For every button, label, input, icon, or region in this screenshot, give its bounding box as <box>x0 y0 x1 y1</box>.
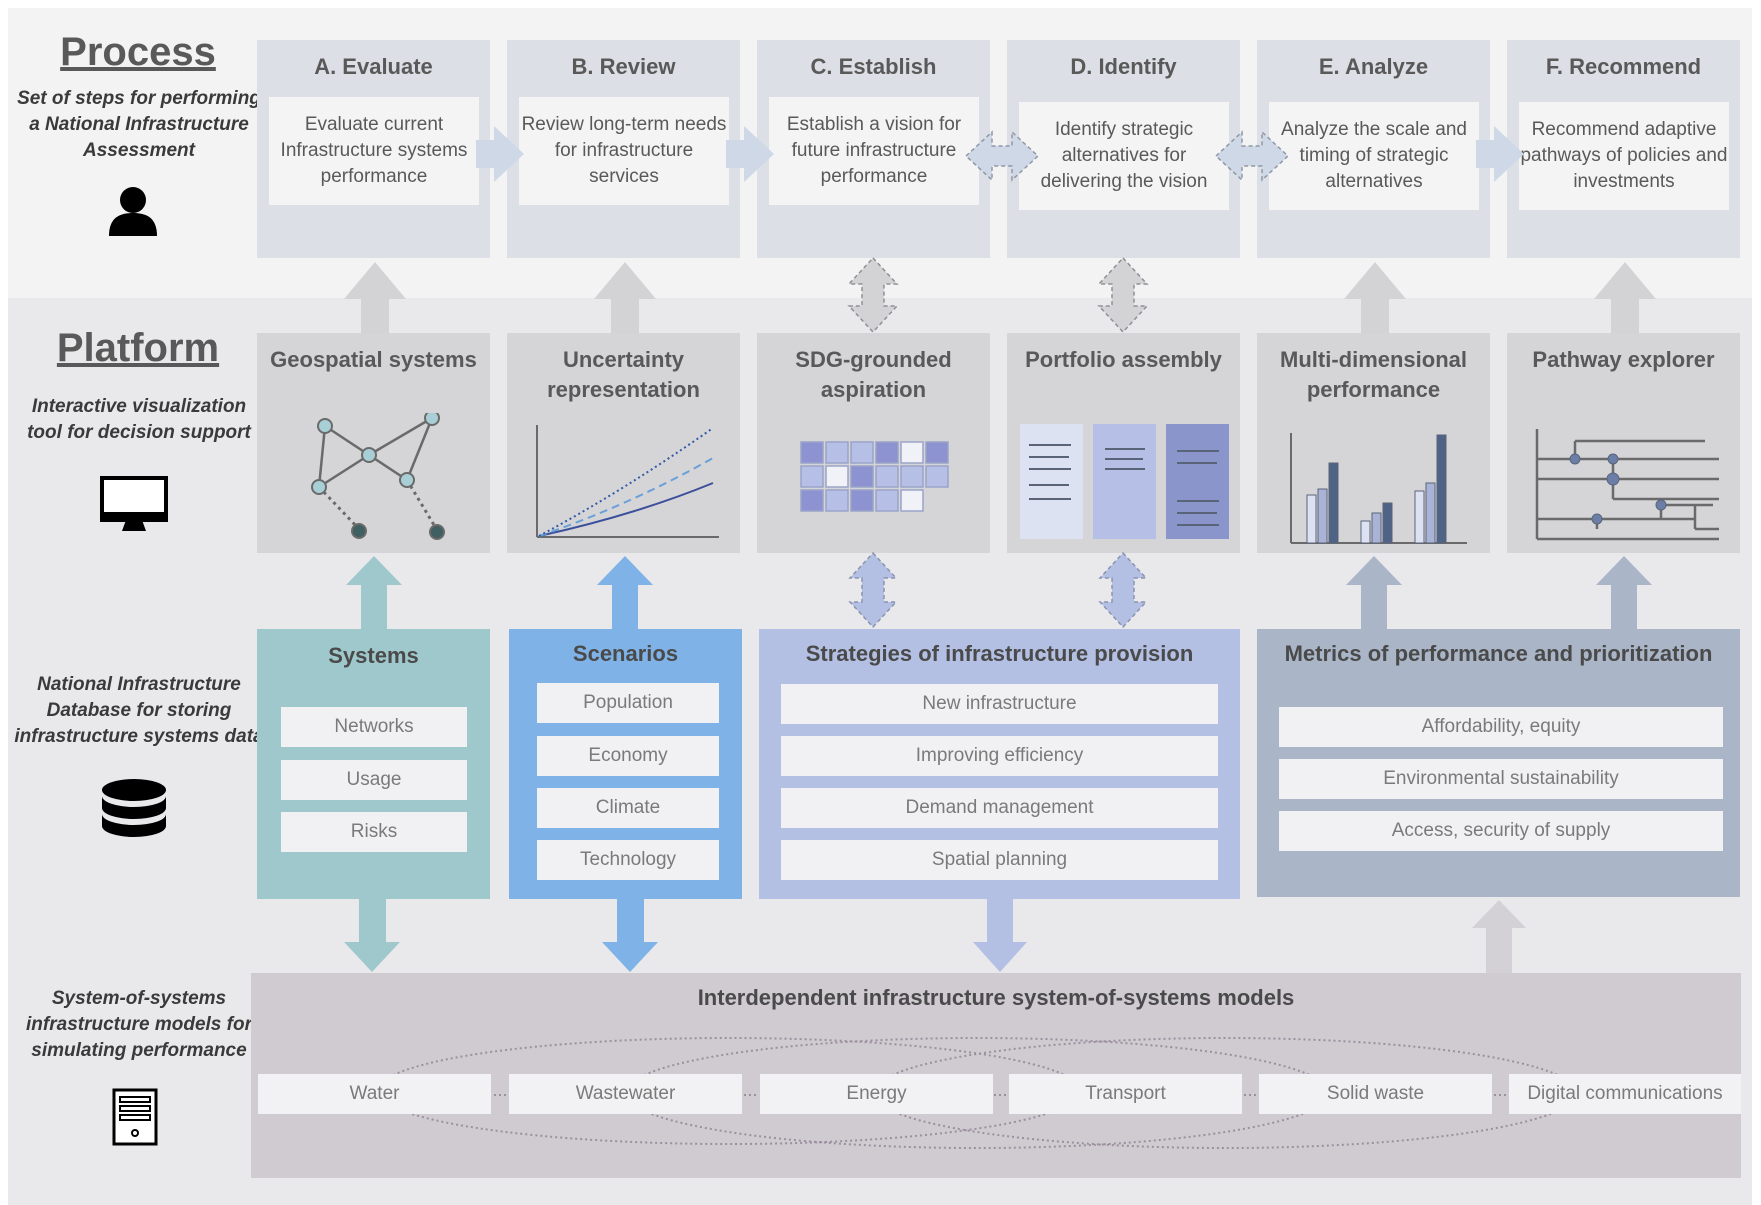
sector-wastewater: Wastewater <box>509 1074 742 1114</box>
step-title: C. Establish <box>810 54 937 79</box>
database-item: New infrastructure <box>781 684 1218 724</box>
database-metrics-title: Metrics of performance and prioritizatio… <box>1284 641 1713 666</box>
arrow-sdg-establish-bidirectional <box>847 256 899 334</box>
step-title: B. Review <box>571 54 676 79</box>
arrow-b-to-c <box>726 126 774 182</box>
step-title: F. Recommend <box>1545 54 1702 79</box>
database-item: Risks <box>281 812 467 852</box>
platform-subtitle: Interactive visualization tool for decis… <box>27 396 251 443</box>
database-strategies-title: Strategies of infrastructure provision <box>805 641 1194 666</box>
arrow-metrics-to-performance <box>1346 556 1402 629</box>
database-metrics: Metrics of performance and prioritizatio… <box>1257 629 1740 897</box>
module-portfolio-assembly: Portfolio assembly <box>1007 333 1240 553</box>
arrow-pathway-to-recommend <box>1594 262 1656 333</box>
sector-water: Water <box>258 1074 491 1114</box>
step-title: A. Evaluate <box>314 54 433 79</box>
database-item: Technology <box>537 840 719 880</box>
step-title: E. Analyze <box>1318 54 1429 79</box>
database-item: Networks <box>281 707 467 747</box>
step-analyze: E. Analyze Analyze the scale and timing … <box>1257 40 1490 258</box>
module-geospatial-systems: Geospatial systems <box>257 333 490 553</box>
arrow-geospatial-to-evaluate <box>344 262 406 333</box>
module-title: Portfolio assembly <box>1025 347 1222 372</box>
arrow-scenarios-to-uncertainty <box>597 556 653 629</box>
module-title: Geospatial systems <box>270 347 477 372</box>
network-graph-icon <box>311 413 445 540</box>
database-item: Usage <box>281 760 467 800</box>
person-icon <box>108 186 158 243</box>
step-establish: C. Establish Establish a vision for futu… <box>757 40 990 258</box>
arrow-systems-to-geospatial <box>346 556 402 629</box>
module-pathway-explorer: Pathway explorer <box>1507 333 1740 553</box>
arrow-portfolio-identify-bidirectional <box>1097 256 1149 334</box>
arrow-d-e-bidirectional <box>1214 130 1290 182</box>
step-text: Establish a vision for future infrastruc… <box>769 97 979 205</box>
step-recommend: F. Recommend Recommend adaptive pathways… <box>1507 40 1740 258</box>
module-title: Multi-dimensional performance <box>1280 347 1467 402</box>
database-item: Spatial planning <box>781 840 1218 880</box>
models-subtitle: System-of-systems infrastructure models … <box>26 988 252 1061</box>
database-item: Access, security of supply <box>1279 811 1723 851</box>
database-subtitle: National Infrastructure Database for sto… <box>14 674 264 747</box>
sector-digital-communications: Digital communications <box>1509 1074 1741 1114</box>
bar-chart-icon <box>1290 433 1467 544</box>
database-item: Affordability, equity <box>1279 707 1723 747</box>
sector-solid-waste: Solid waste <box>1259 1074 1492 1114</box>
module-uncertainty-representation: Uncertainty representation <box>507 333 740 553</box>
step-review: B. Review Review long-term needs for inf… <box>507 40 740 258</box>
sector-transport: Transport <box>1009 1074 1242 1114</box>
arrow-c-d-bidirectional <box>964 130 1040 182</box>
arrow-a-to-b <box>476 126 524 182</box>
database-scenarios: Scenarios Population Economy Climate Tec… <box>509 629 742 899</box>
arrow-uncertainty-to-review <box>594 262 656 333</box>
monitor-icon <box>100 476 168 539</box>
step-identify: D. Identify Identify strategic alternati… <box>1007 40 1240 258</box>
server-icon <box>112 1088 158 1151</box>
database-icon <box>100 778 168 853</box>
process-subtitle: Set of steps for performing a National I… <box>17 88 261 161</box>
module-title: Pathway explorer <box>1532 347 1715 372</box>
arrow-models-to-metrics <box>1472 900 1526 973</box>
database-item: Population <box>537 683 719 723</box>
database-scenarios-title: Scenarios <box>572 641 679 666</box>
database-strategies: Strategies of infrastructure provision N… <box>759 629 1240 899</box>
arrow-strategies-portfolio-bidirectional <box>1098 551 1148 629</box>
database-item: Improving efficiency <box>781 736 1218 776</box>
module-title: SDG-grounded aspiration <box>795 347 952 402</box>
step-title: D. Identify <box>1070 54 1177 79</box>
sector-energy: Energy <box>760 1074 993 1114</box>
models-title: Interdependent infrastructure system-of-… <box>697 985 1295 1010</box>
step-evaluate: A. Evaluate Evaluate current Infrastruct… <box>257 40 490 258</box>
arrow-strategies-sdg-bidirectional <box>848 551 898 629</box>
module-title: Uncertainty representation <box>547 347 700 402</box>
pathway-tree-icon <box>1535 429 1719 541</box>
grid-matrix-icon <box>800 441 949 512</box>
portfolio-cards-icon <box>1020 424 1229 539</box>
step-text: Analyze the scale and timing of strategi… <box>1269 102 1479 210</box>
system-of-systems-models: Interdependent infrastructure system-of-… <box>251 973 1741 1178</box>
arrow-systems-to-models <box>344 899 400 972</box>
database-systems-title: Systems <box>328 643 419 668</box>
database-item: Climate <box>537 788 719 828</box>
arrow-scenarios-to-models <box>602 899 658 972</box>
step-text: Review long-term needs for infrastructur… <box>519 97 729 205</box>
step-text: Identify strategic alternatives for deli… <box>1019 102 1229 210</box>
arrow-metrics-to-pathway <box>1596 556 1652 629</box>
arrow-e-to-f <box>1476 126 1524 182</box>
arrow-strategies-to-models <box>973 899 1027 972</box>
uncertainty-curves-icon <box>536 425 719 538</box>
platform-title: Platform <box>56 326 220 370</box>
module-multi-dimensional-performance: Multi-dimensional performance <box>1257 333 1490 553</box>
arrow-performance-to-analyze <box>1344 262 1406 333</box>
module-sdg-grounded-aspiration: SDG-grounded aspiration <box>757 333 990 553</box>
database-item: Economy <box>537 736 719 776</box>
database-item: Demand management <box>781 788 1218 828</box>
step-text: Evaluate current Infrastructure systems … <box>269 97 479 205</box>
process-title: Process <box>60 30 216 74</box>
step-text: Recommend adaptive pathways of policies … <box>1519 102 1729 210</box>
database-item: Environmental sustainability <box>1279 759 1723 799</box>
database-systems: Systems Networks Usage Risks <box>257 629 490 899</box>
